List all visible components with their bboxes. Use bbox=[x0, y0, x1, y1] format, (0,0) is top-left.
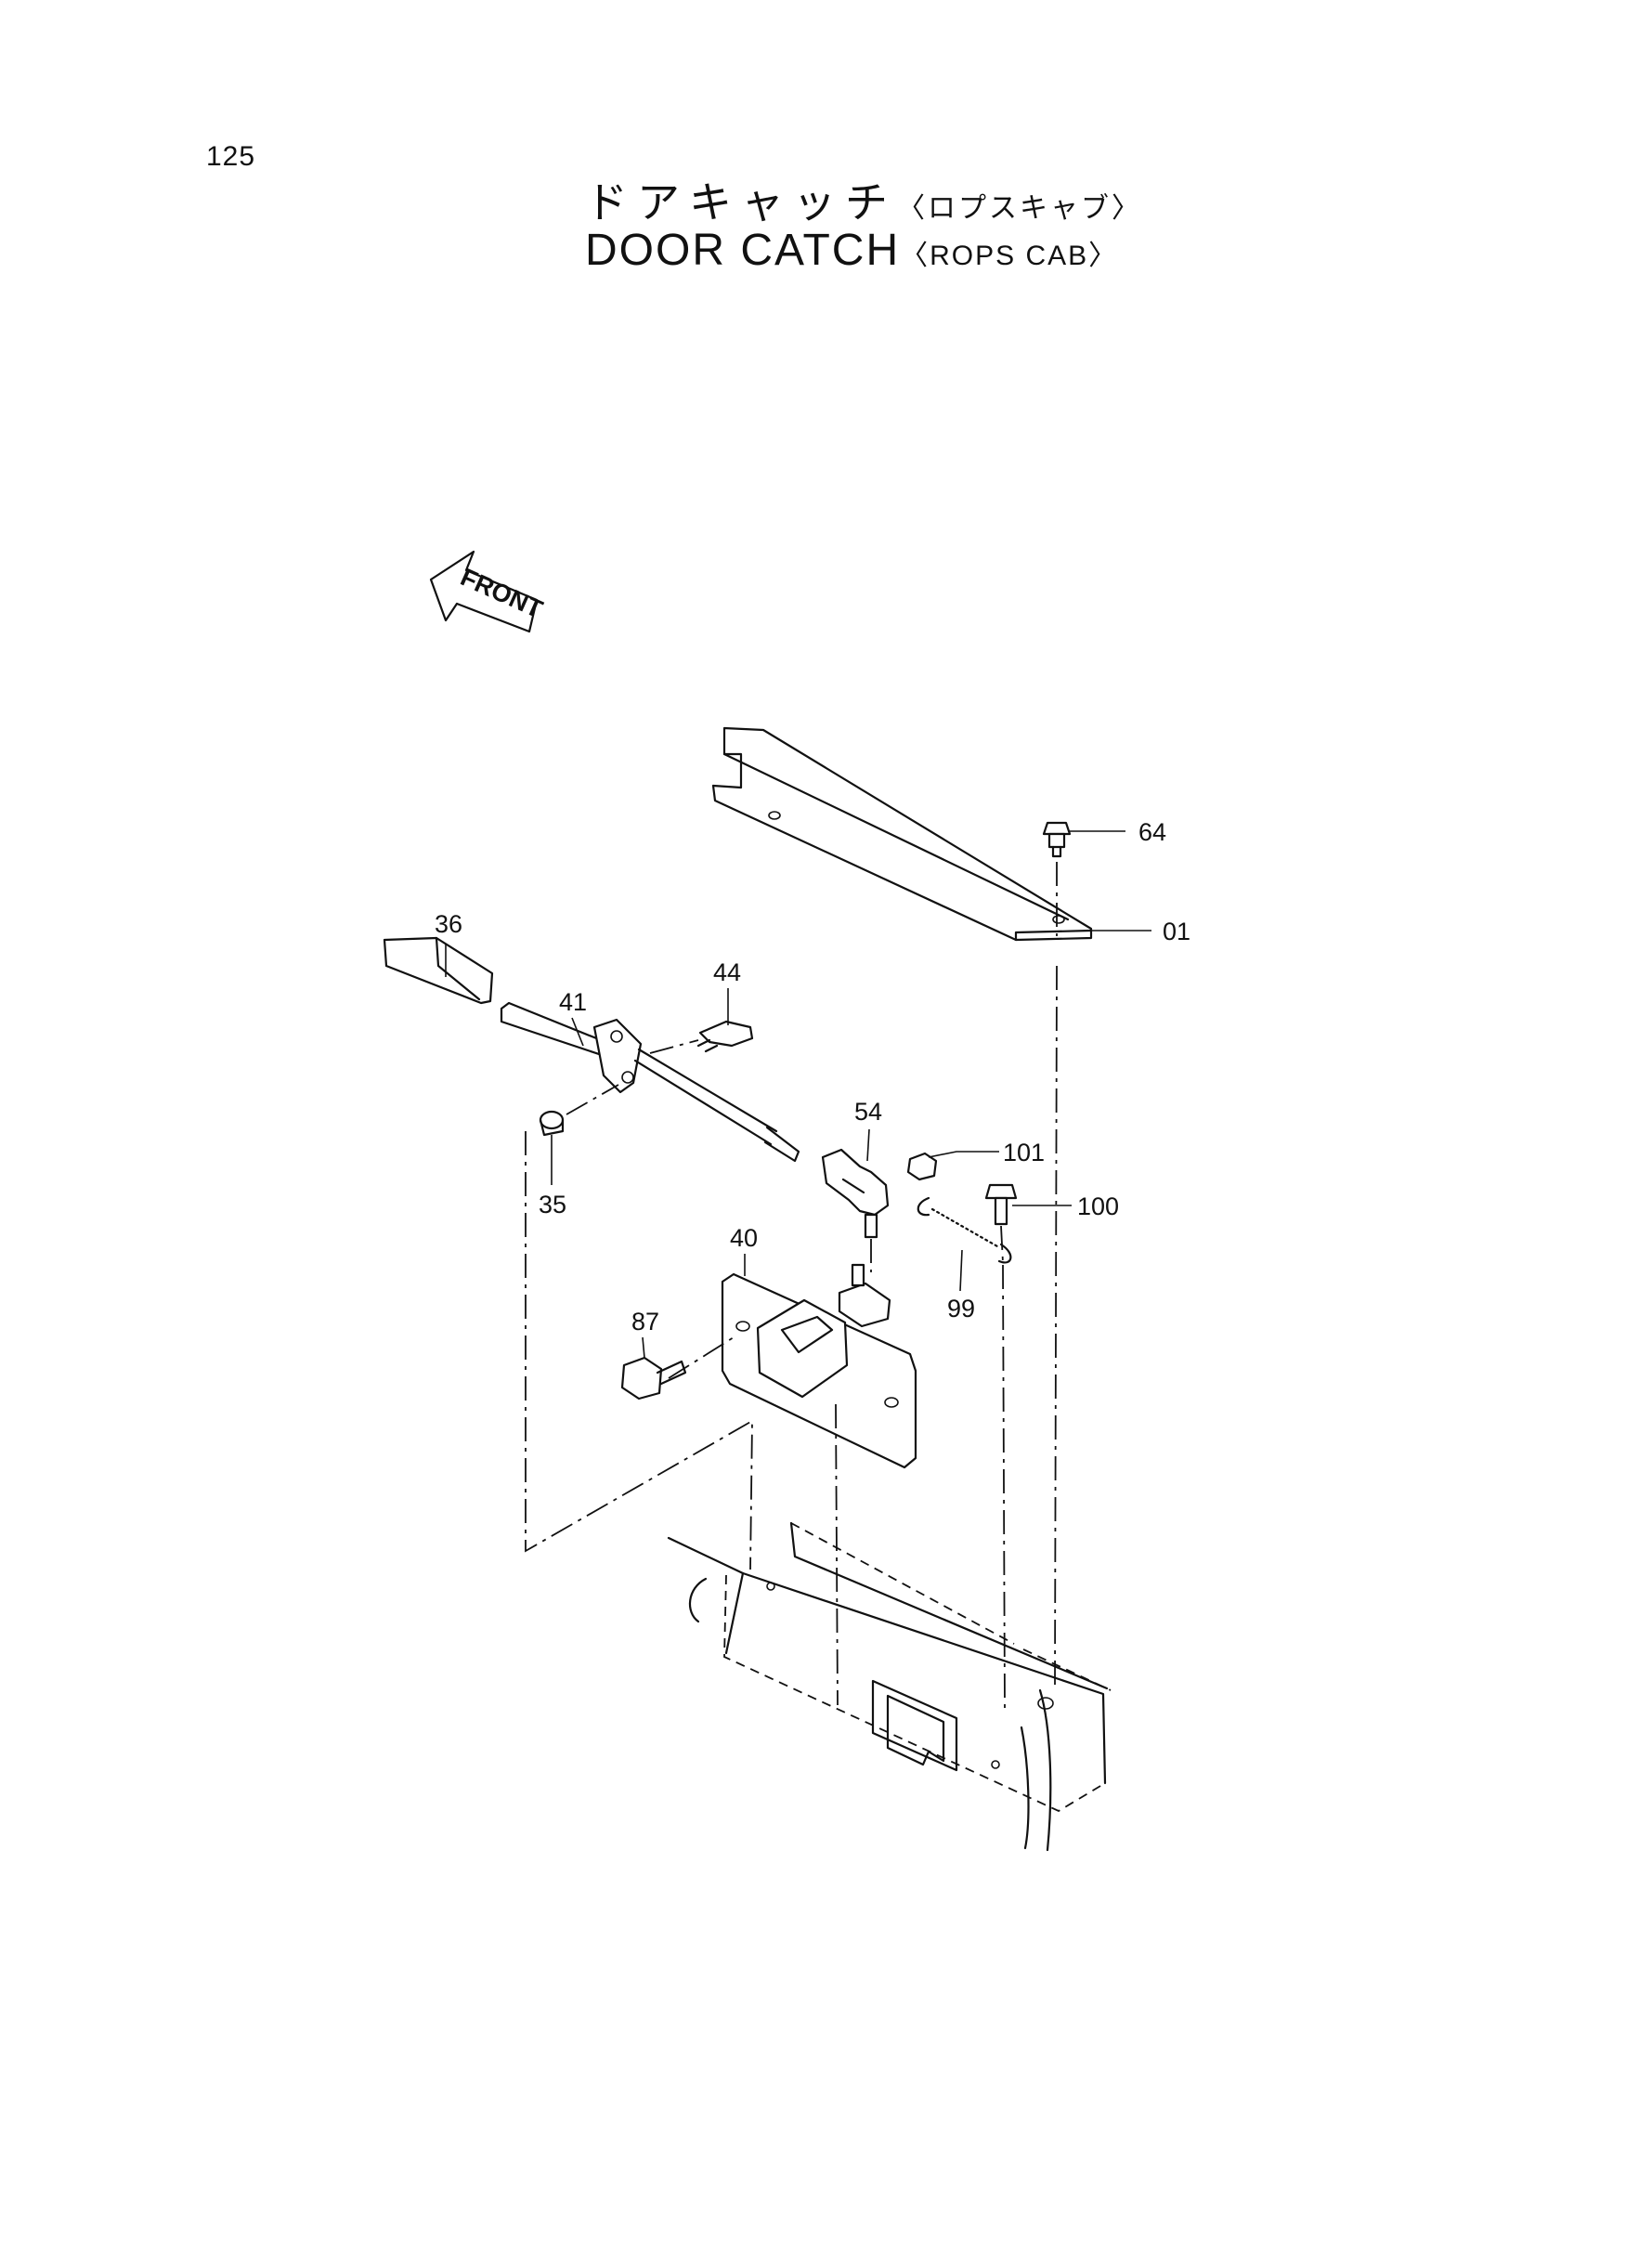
callout-01: 01 bbox=[1163, 918, 1190, 945]
callouts: 64 01 36 44 41 54 101 100 35 40 87 99 bbox=[435, 818, 1190, 1335]
part-41-handle-lever bbox=[500, 1001, 800, 1163]
callout-41: 41 bbox=[559, 988, 587, 1016]
part-54-rod-end bbox=[821, 1148, 890, 1239]
part-99-spring bbox=[917, 1196, 1012, 1264]
title-en-main: DOOR CATCH bbox=[585, 226, 901, 275]
callout-64: 64 bbox=[1138, 818, 1166, 846]
cab-frame bbox=[667, 1521, 1112, 1852]
page-title-jp: ドアキャッチ〈ロプスキャブ〉 bbox=[585, 169, 1142, 230]
callout-101: 101 bbox=[1003, 1139, 1045, 1166]
part-35-collar bbox=[539, 1110, 565, 1137]
callout-35: 35 bbox=[539, 1191, 566, 1218]
part-87-bolt bbox=[620, 1356, 687, 1401]
callout-40: 40 bbox=[730, 1224, 758, 1252]
callout-99: 99 bbox=[947, 1295, 975, 1322]
part-01-cover-bracket bbox=[711, 726, 1093, 942]
callout-87: 87 bbox=[631, 1308, 659, 1335]
title-jp-sub: 〈ロプスキャブ〉 bbox=[897, 192, 1142, 225]
part-36-grip-cover bbox=[383, 936, 494, 1005]
page-number: 125 bbox=[206, 141, 256, 172]
assembly-guide-lines bbox=[525, 862, 1058, 1710]
part-40-latch bbox=[721, 1263, 917, 1469]
part-100-bolt bbox=[984, 1183, 1018, 1226]
callout-44: 44 bbox=[713, 958, 741, 986]
callout-54: 54 bbox=[854, 1098, 882, 1126]
front-arrow-label: FRONT bbox=[457, 563, 548, 623]
callout-100: 100 bbox=[1077, 1192, 1119, 1220]
title-jp-main: ドアキャッチ bbox=[585, 177, 897, 228]
part-64-bolt bbox=[1042, 821, 1072, 858]
page-title-en: DOOR CATCH〈ROPS CAB〉 bbox=[585, 225, 1118, 276]
leader-lines bbox=[445, 830, 1151, 1359]
part-44-bolt bbox=[696, 1020, 754, 1053]
title-en-sub: 〈ROPS CAB〉 bbox=[900, 241, 1119, 271]
callout-36: 36 bbox=[435, 910, 462, 938]
part-101-nut bbox=[906, 1152, 938, 1181]
front-arrow-icon: FRONT bbox=[429, 550, 548, 633]
